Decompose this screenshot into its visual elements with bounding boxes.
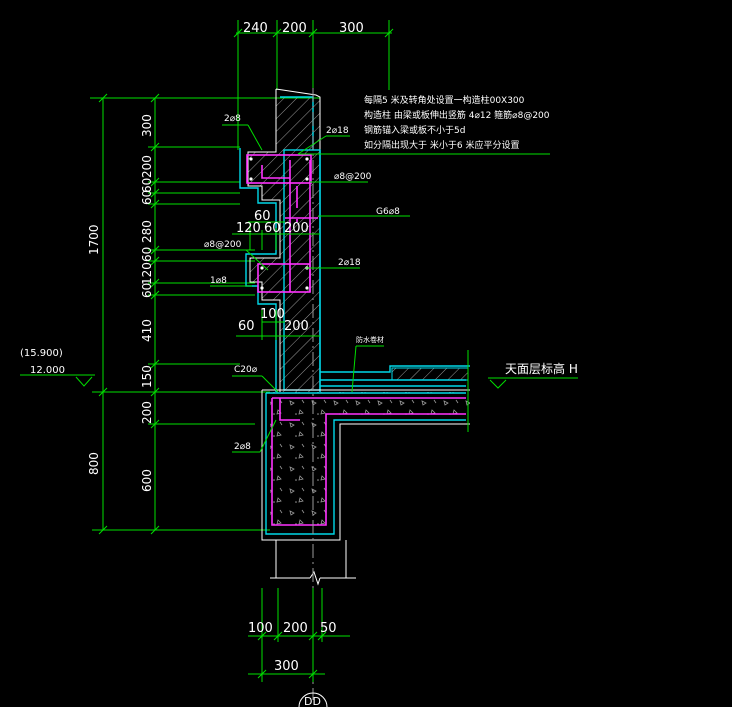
callout-leaders: [204, 124, 578, 453]
left-dim-280: 280: [140, 220, 154, 243]
label-2phi18-b: 2⌀18: [338, 258, 361, 268]
label-waterproof: 防水卷材: [356, 335, 384, 344]
bottom-dim-200: 200: [283, 621, 308, 636]
rebar-group: [246, 154, 318, 293]
note-line-1: 每隔5 米及转角处设置一构造柱00X300: [364, 94, 525, 106]
left-dim-200: 200: [140, 155, 154, 178]
column-below: [270, 540, 356, 586]
bottom-dimension-line: [248, 588, 350, 682]
beam-slab-outline: [261, 389, 470, 541]
inner-dim-60a: 60: [254, 209, 271, 224]
inner-dim-100: 100: [260, 307, 285, 322]
inner-dim-200a: 200: [284, 221, 309, 236]
roof-layers: [320, 350, 470, 432]
label-roof-level: 天面层标高 H: [505, 361, 578, 376]
top-dim-200: 200: [282, 21, 307, 36]
inner-dim-60b: 60: [264, 221, 281, 236]
left-dim-60a: 60: [140, 178, 154, 193]
note-line-2: 构造柱 由梁或板伸出竖筋 4⌀12 箍筋⌀8@200: [364, 109, 550, 121]
left-dimension-lines: [90, 93, 320, 535]
beam-rebar: [271, 397, 466, 526]
label-g6: G6⌀8: [376, 207, 400, 217]
notes-leader-lines: [298, 153, 550, 217]
top-dimension-line: [233, 20, 394, 150]
label-stirrup-top: ⌀8@200: [334, 172, 372, 182]
section-mark-circle: [298, 692, 328, 707]
left-dim-800: 800: [87, 452, 101, 475]
left-dim-60c: 60: [140, 247, 154, 262]
left-dim-150: 150: [140, 365, 154, 388]
bottom-dim-50: 50: [320, 621, 337, 636]
label-c20: C20⌀: [234, 365, 258, 375]
left-dim-600: 600: [140, 469, 154, 492]
note-line-4: 如分隔出现大于 米小于6 米应平分设置: [364, 139, 519, 151]
inner-dim-200b: 200: [284, 319, 309, 334]
beam-slab-concrete: [270, 392, 470, 530]
note-line-3: 钢筋锚入梁或板不小于5d: [364, 124, 465, 136]
left-dim-300: 300: [140, 114, 154, 137]
inner-dim-60c: 60: [238, 319, 255, 334]
label-2phi18: 2⌀18: [326, 126, 349, 136]
left-dim-60b: 60: [140, 190, 154, 205]
inner-dim-lines: [232, 221, 320, 340]
section-mark: DD: [304, 695, 321, 707]
beam-plaster-outline: [265, 392, 466, 535]
label-stirrup-left: ⌀8@200: [204, 240, 242, 250]
rebar-dots: [249, 157, 309, 290]
left-dim-1700: 1700: [87, 224, 101, 255]
bottom-dim-300: 300: [274, 659, 299, 674]
left-dim-410: 410: [140, 319, 154, 342]
left-dim-60d: 60: [140, 283, 154, 298]
label-2phi8-top: 2⌀8: [224, 114, 241, 124]
top-dim-300: 300: [339, 21, 364, 36]
level-lower: 12.000: [30, 365, 65, 376]
bottom-dim-100: 100: [248, 621, 273, 636]
inner-dim-120: 120: [236, 221, 261, 236]
level-marker: [20, 374, 95, 387]
left-dim-120: 120: [140, 262, 154, 285]
top-dim-240: 240: [243, 21, 268, 36]
left-dim-200-lower: 200: [140, 401, 154, 424]
label-1phi8: 1⌀8: [210, 276, 227, 286]
level-upper: (15.900): [20, 348, 63, 359]
label-2phi8-low: 2⌀8: [234, 442, 251, 452]
